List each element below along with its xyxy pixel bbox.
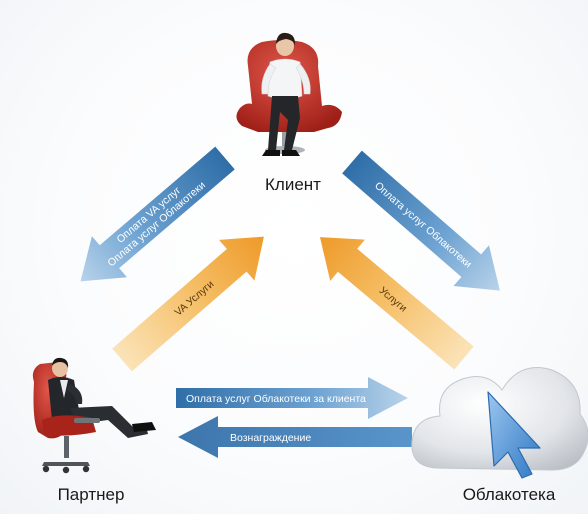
cloud-label: Облакотека	[463, 485, 556, 504]
partner-figure	[32, 357, 156, 474]
cursor-icon	[487, 391, 541, 479]
arrow-label-cloud-payment: Оплата услуг Облакотеки	[105, 179, 208, 269]
cloud-figure	[411, 367, 588, 479]
arrow-partner-to-cloud: Оплата услуг Облакотеки за клиента	[176, 377, 408, 419]
arrow-cloud-to-partner: Вознаграждение	[178, 416, 412, 458]
arrow-label-cloud-payment-right: Оплата услуг Облакотеки	[372, 180, 474, 271]
client-figure	[236, 32, 342, 156]
arrow-label-reward: Вознаграждение	[230, 432, 311, 444]
arrow-label-payment-for-client: Оплата услуг Облакотеки за клиента	[186, 393, 366, 405]
client-label: Клиент	[265, 175, 321, 194]
partner-label: Партнер	[58, 485, 125, 504]
